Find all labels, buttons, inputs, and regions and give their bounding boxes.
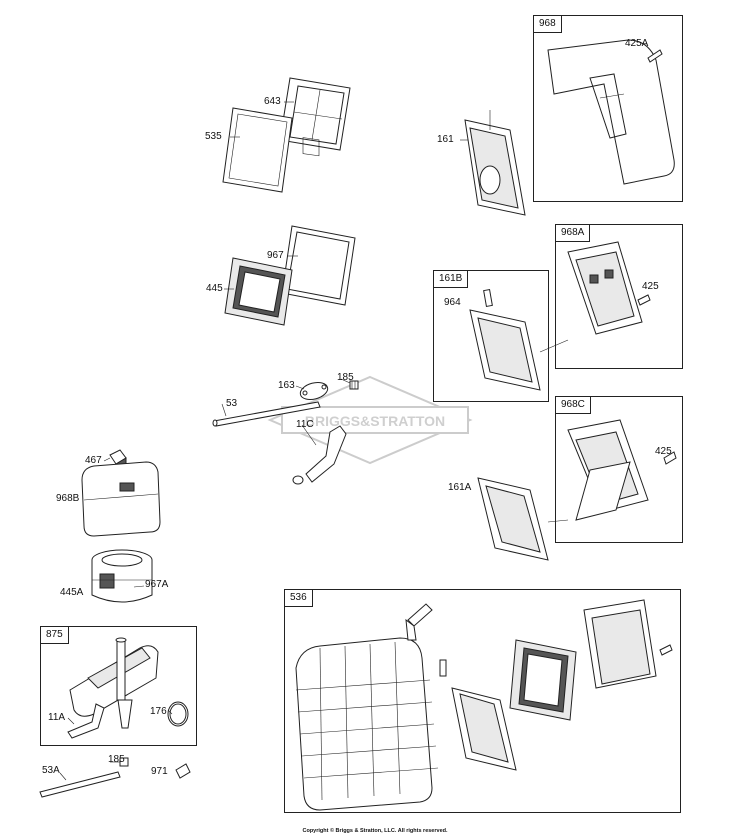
part-161b-base xyxy=(469,289,541,391)
part-11a-tube xyxy=(67,703,105,739)
box-161b-tag: 161B xyxy=(434,271,469,288)
label-11c: 11C xyxy=(296,419,314,430)
box-875-tag: 875 xyxy=(41,627,69,644)
box-968: 968 xyxy=(533,15,683,202)
label-185-lower: 185 xyxy=(108,754,125,765)
box-536-tag: 536 xyxy=(285,590,313,607)
box-968c-tag: 968C xyxy=(556,397,591,414)
label-445a: 445A xyxy=(60,587,84,598)
briggs-stratton-watermark: BRIGGS&STRATTON xyxy=(267,375,473,465)
watermark-text: BRIGGS&STRATTON xyxy=(305,413,445,429)
label-535: 535 xyxy=(205,131,222,142)
box-968a-tag: 968A xyxy=(556,225,591,242)
part-11c-tube xyxy=(292,425,347,485)
part-53-stud xyxy=(212,401,321,427)
part-968-cover xyxy=(547,39,675,185)
part-643-frame xyxy=(279,77,351,157)
label-445: 445 xyxy=(206,283,223,294)
label-163: 163 xyxy=(278,380,295,391)
part-875-base xyxy=(69,637,159,729)
part-968a-cover xyxy=(567,241,651,335)
part-967-gasket xyxy=(281,225,356,306)
part-968c-cover xyxy=(567,419,677,521)
part-163-gasket xyxy=(299,381,329,401)
label-53: 53 xyxy=(226,398,238,409)
part-445a-967a-element xyxy=(91,549,153,603)
label-425-968c: 425 xyxy=(655,446,672,457)
label-971: 971 xyxy=(151,766,168,777)
box-875: 875 xyxy=(40,626,197,746)
part-536-kit xyxy=(295,599,673,811)
part-185-nut xyxy=(349,380,359,390)
box-161b: 161B xyxy=(433,270,549,402)
copyright-notice: Copyright © Briggs & Stratton, LLC. All … xyxy=(302,828,448,834)
part-445-element xyxy=(224,257,293,326)
part-968b-cover xyxy=(81,461,161,537)
label-53a: 53A xyxy=(42,765,60,776)
part-971-fitting xyxy=(175,763,191,779)
box-968c: 968C xyxy=(555,396,683,543)
label-425-968a: 425 xyxy=(642,281,659,292)
leader-lines xyxy=(59,101,569,781)
label-964: 964 xyxy=(444,297,461,308)
label-161a: 161A xyxy=(448,482,472,493)
label-176: 176 xyxy=(150,706,167,717)
label-467: 467 xyxy=(85,455,102,466)
part-535-filter xyxy=(222,107,293,193)
label-643: 643 xyxy=(264,96,281,107)
box-968a: 968A xyxy=(555,224,683,369)
part-176-oring xyxy=(167,701,189,727)
label-968b: 968B xyxy=(56,493,80,504)
label-11a: 11A xyxy=(48,712,66,723)
part-161a-base xyxy=(477,477,549,561)
label-967: 967 xyxy=(267,250,284,261)
part-53a-stud xyxy=(39,771,121,798)
label-967a: 967A xyxy=(145,579,169,590)
part-161-base xyxy=(464,110,526,216)
box-968-tag: 968 xyxy=(534,16,562,33)
label-185: 185 xyxy=(337,372,354,383)
label-161: 161 xyxy=(437,134,454,145)
box-536: 536 xyxy=(284,589,681,813)
label-425a: 425A xyxy=(625,38,649,49)
